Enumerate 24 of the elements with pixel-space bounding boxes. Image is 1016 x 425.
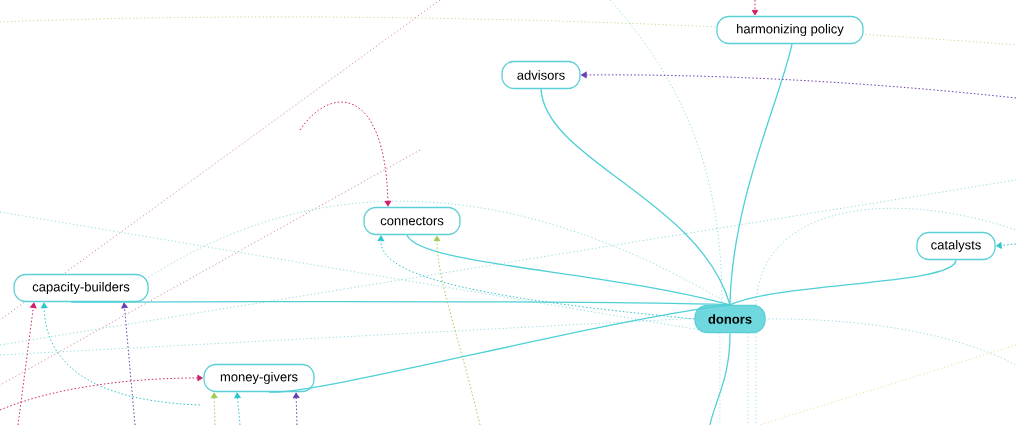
dotted-arrow	[40, 302, 201, 406]
dotted-arrow	[234, 392, 241, 425]
dotted-arrow	[751, 0, 759, 16]
topic-box: money-givers	[203, 363, 315, 393]
connector-line	[709, 332, 731, 425]
topic-box: harmonizing policy	[716, 15, 864, 45]
dotted-arrow	[121, 302, 136, 425]
dotted-arrow	[17, 302, 37, 425]
dotted-arrow	[292, 392, 300, 425]
dotted-arrow	[996, 242, 1016, 249]
connector-line	[268, 304, 731, 393]
topic-box: capacity-builders	[13, 273, 149, 303]
connector-line	[729, 259, 957, 306]
dotted-arrow	[299, 101, 392, 207]
connector-line	[729, 43, 793, 306]
topic-box: catalysts	[916, 231, 996, 261]
dotted-arrow	[210, 392, 218, 425]
dotted-arrow	[377, 235, 695, 320]
topic-box: advisors	[501, 60, 581, 90]
central-topic-box: donors	[694, 304, 766, 334]
dotted-arrow	[433, 235, 481, 425]
dotted-arrow	[0, 374, 203, 411]
topic-box: connectors	[363, 206, 461, 236]
connector-line	[540, 88, 731, 306]
